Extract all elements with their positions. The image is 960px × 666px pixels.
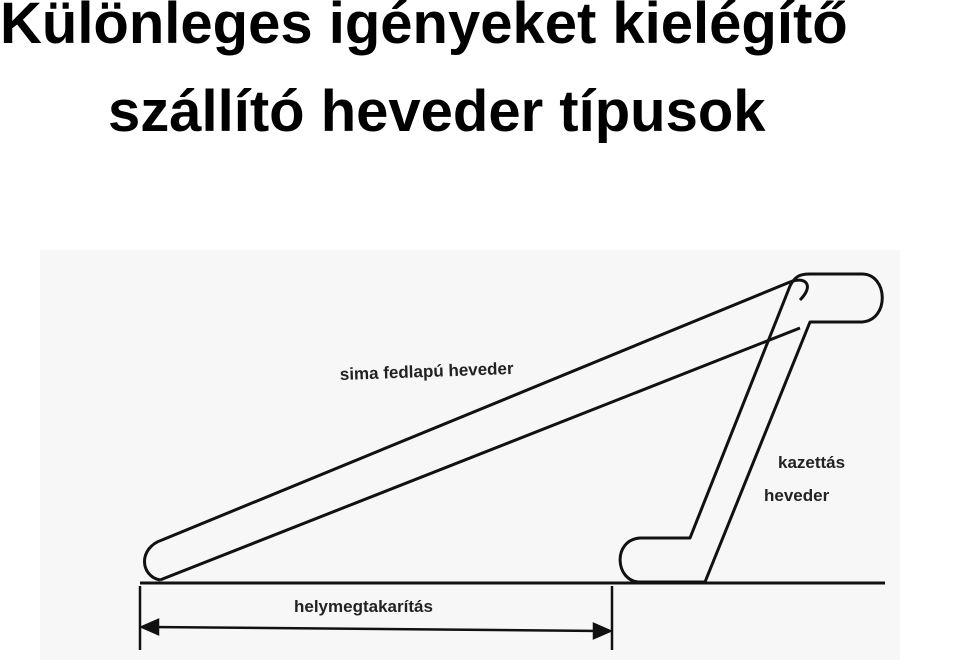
label-smooth-belt: sima fedlapú heveder bbox=[339, 359, 514, 384]
arrowhead-right bbox=[592, 622, 614, 640]
smooth-belt-shape bbox=[143, 278, 809, 582]
label-cassette-line-2: heveder bbox=[764, 486, 830, 505]
space-saving-dimension bbox=[138, 586, 614, 650]
page-title-line-1: Különleges igényeket kielégítő bbox=[0, 0, 848, 56]
label-cassette-line-1: kazettás bbox=[778, 453, 845, 472]
dimension-line bbox=[149, 625, 603, 633]
arrowhead-left bbox=[138, 618, 160, 636]
label-space-saving: helymegtakarítás bbox=[294, 597, 433, 616]
page-title-line-2: szállító heveder típusok bbox=[108, 79, 766, 144]
cassette-belt-shape bbox=[618, 272, 884, 584]
